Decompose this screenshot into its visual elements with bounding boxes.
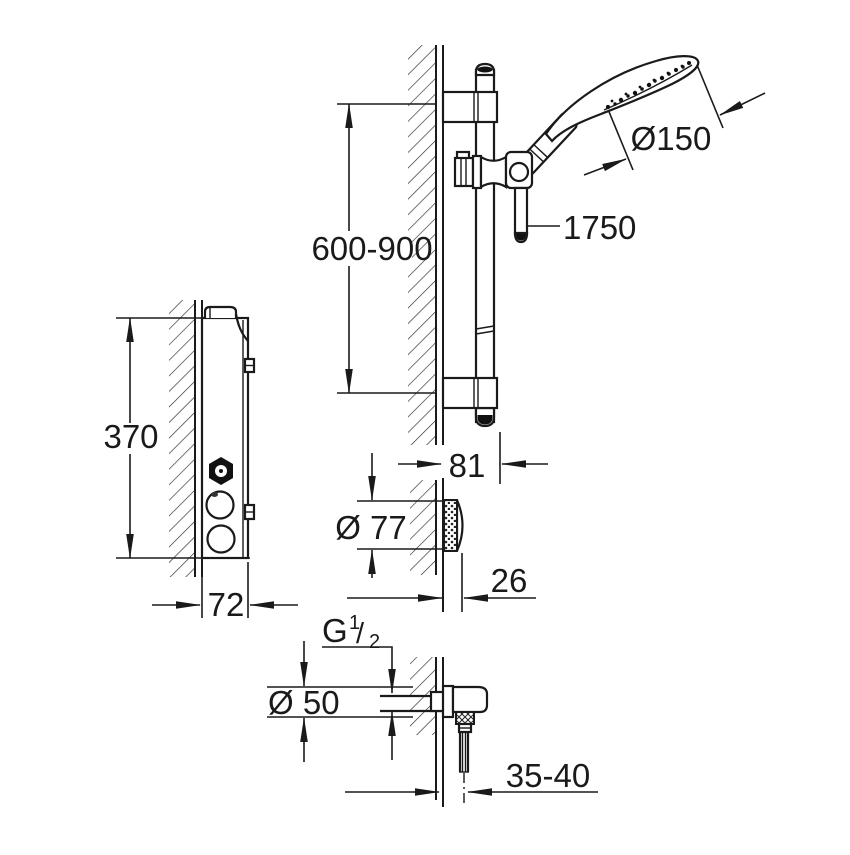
panel-port-lower: [206, 524, 236, 554]
dim-panel-depth-label: 72: [208, 586, 245, 623]
panel-clip-top: [243, 357, 256, 374]
panel-clip-bottom: [243, 503, 256, 521]
dimension-holder-depth: [347, 553, 536, 612]
rail-bracket-top: [441, 90, 499, 124]
label-bg: [102, 423, 160, 454]
dim-panel-height-label: 370: [103, 418, 158, 455]
dim-escutcheon-diameter-label: Ø 50: [268, 684, 340, 721]
dimension-wall-to-rail: [398, 432, 548, 484]
dim-rail-range-label: 600-900: [311, 230, 432, 267]
wall-outlet-detail: [410, 657, 444, 807]
dimension-head-diameter: [583, 59, 766, 176]
panel-port-upper: [205, 490, 235, 520]
dimension-holder-diameter: [357, 453, 446, 578]
knurled-nut: [455, 711, 475, 725]
rail-bracket-bottom: [441, 376, 499, 410]
wall-panel-view: [169, 300, 203, 577]
panel-hook: [203, 305, 238, 318]
thread-slash: /: [356, 618, 365, 650]
wall-holder-disc: [443, 499, 464, 552]
panel-hex-fitting: [209, 457, 233, 485]
escutcheon-side: [441, 684, 455, 719]
panel-profile-curve: [234, 313, 249, 342]
hand-shower: [517, 55, 700, 175]
dim-holder-depth-label: 26: [491, 562, 528, 599]
thread-denominator: 2: [369, 631, 380, 653]
dim-holder-diameter-label: Ø 77: [335, 509, 407, 546]
wall-holder-detail: [410, 478, 444, 612]
dim-wall-to-rail-label: 81: [449, 447, 486, 484]
wall-top-assembly: [408, 45, 444, 445]
thread-numerator: 1: [349, 612, 360, 634]
shower-panel-side-view: [200, 305, 256, 560]
dim-thread-label: G 1 / 2: [322, 612, 380, 653]
outlet-elbow: [380, 684, 489, 806]
outlet-hose: [458, 732, 470, 773]
dimension-thread-leader: [322, 646, 396, 760]
dim-hose-length-label: 1750: [563, 209, 636, 246]
dimension-panel-depth: [152, 562, 298, 618]
spray-nozzle-dots: [605, 61, 691, 110]
dim-head-diameter-label: Ø150: [631, 120, 712, 157]
glide-holder: [453, 150, 534, 190]
thread-g: G: [322, 612, 348, 649]
label-bg: [332, 231, 412, 266]
shower-hose: [513, 186, 529, 244]
spray-face-line: [603, 64, 693, 111]
dim-wall-to-hose-label: 35-40: [506, 757, 590, 794]
elbow-body: [451, 685, 489, 714]
dimension-escutcheon-diameter: [267, 641, 413, 762]
